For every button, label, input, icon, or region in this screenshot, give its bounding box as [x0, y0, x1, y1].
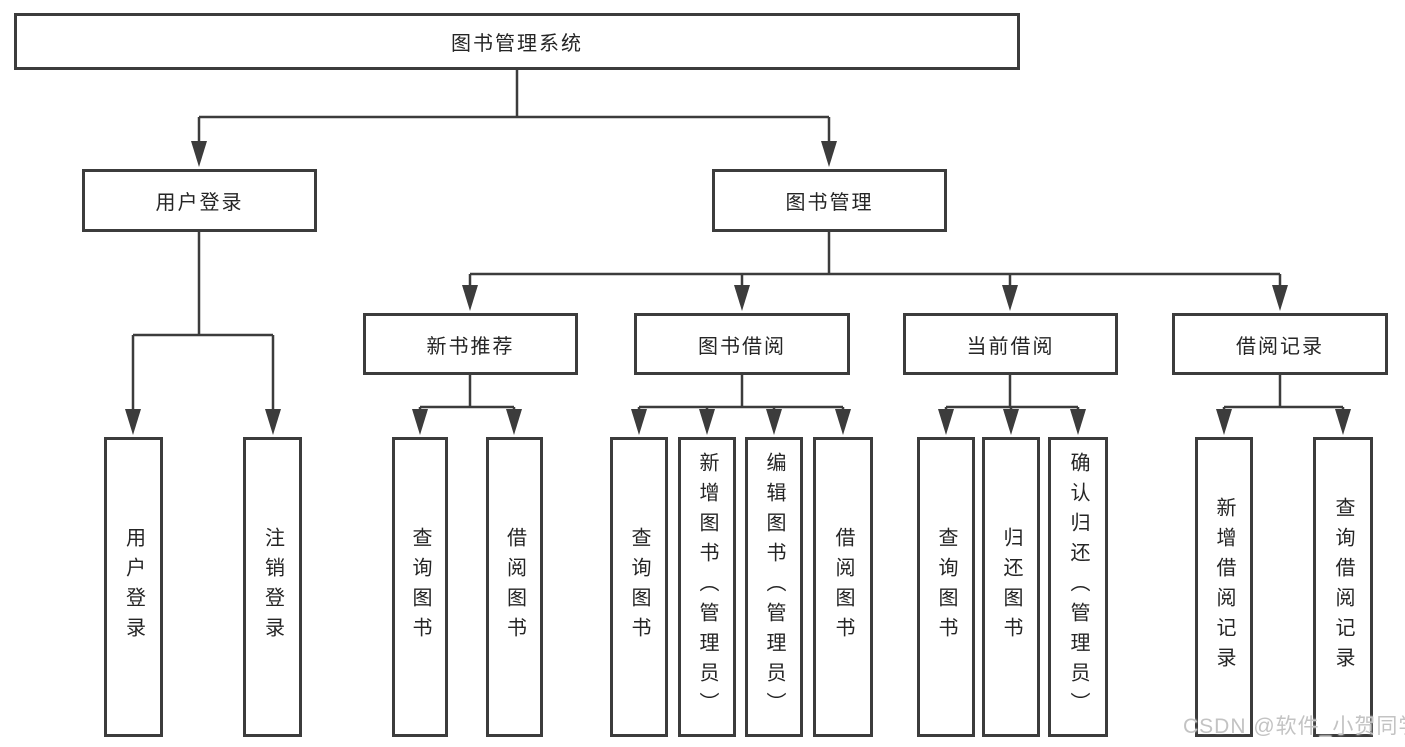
- leaf-borrow-books-2: 借阅图书: [813, 437, 873, 737]
- node-label: 借阅图书: [832, 527, 854, 647]
- node-label: 新书推荐: [426, 335, 515, 358]
- node-label: 新增图书（管理员）: [696, 452, 718, 722]
- node-library-system: 图书管理系统: [14, 13, 1020, 70]
- leaf-confirm-return-admin: 确认归还（管理员）: [1048, 437, 1108, 737]
- fork-user-login: [131, 232, 275, 411]
- node-label: 借阅图书: [503, 527, 526, 647]
- node-book-borrow: 图书借阅: [634, 313, 850, 375]
- arrow-icon: [1335, 409, 1351, 435]
- leaf-borrow-books-1: 借阅图书: [486, 437, 543, 737]
- leaf-add-borrow-record: 新增借阅记录: [1195, 437, 1253, 737]
- leaf-logout: 注销登录: [243, 437, 302, 737]
- arrow-icon: [938, 409, 954, 435]
- arrow-icon: [1216, 409, 1232, 435]
- leaf-user-login: 用户登录: [104, 437, 163, 737]
- node-label: 图书管理系统: [451, 33, 583, 55]
- fork-borrow-records: [1222, 375, 1345, 411]
- node-label: 查询图书: [628, 527, 650, 647]
- node-current-borrow: 当前借阅: [903, 313, 1118, 375]
- arrow-icon: [1002, 285, 1018, 311]
- fork-root: [197, 70, 831, 143]
- node-label: 编辑图书（管理员）: [763, 452, 785, 722]
- arrow-icon: [766, 409, 782, 435]
- arrow-icon: [699, 409, 715, 435]
- node-label: 查询图书: [935, 527, 957, 647]
- arrowheads: [125, 141, 1351, 435]
- leaf-query-books-1: 查询图书: [392, 437, 448, 737]
- node-borrow-records: 借阅记录: [1172, 313, 1388, 375]
- arrow-icon: [506, 409, 522, 435]
- fork-current-borrow: [944, 375, 1080, 411]
- leaf-add-book-admin: 新增图书（管理员）: [678, 437, 736, 737]
- node-label: 归还图书: [1000, 527, 1022, 647]
- leaf-query-books-2: 查询图书: [610, 437, 668, 737]
- node-label: 查询借阅记录: [1332, 497, 1354, 677]
- arrow-icon: [191, 141, 207, 167]
- arrow-icon: [1272, 285, 1288, 311]
- arrow-icon: [631, 409, 647, 435]
- arrow-icon: [835, 409, 851, 435]
- leaf-query-books-3: 查询图书: [917, 437, 975, 737]
- node-label: 当前借阅: [966, 335, 1055, 358]
- leaf-query-borrow-record: 查询借阅记录: [1313, 437, 1373, 737]
- arrow-icon: [462, 285, 478, 311]
- node-label: 用户登录: [155, 192, 244, 214]
- arrow-icon: [1003, 409, 1019, 435]
- node-label: 图书借阅: [698, 335, 786, 358]
- node-label: 借阅记录: [1236, 335, 1324, 358]
- node-label: 新增借阅记录: [1213, 497, 1235, 677]
- node-new-book-recommend: 新书推荐: [363, 313, 578, 375]
- node-label: 确认归还（管理员）: [1067, 452, 1089, 722]
- node-label: 注销登录: [261, 527, 284, 647]
- watermark-text: CSDN @软件_小贺同学: [1183, 715, 1405, 738]
- arrow-icon: [265, 409, 281, 435]
- node-user-login: 用户登录: [82, 169, 317, 232]
- fork-book-borrow: [637, 375, 845, 411]
- node-book-management: 图书管理: [712, 169, 947, 232]
- fork-book-management: [468, 232, 1282, 287]
- leaf-return-book: 归还图书: [982, 437, 1040, 737]
- arrow-icon: [1070, 409, 1086, 435]
- node-label: 用户登录: [122, 527, 145, 647]
- arrow-icon: [125, 409, 141, 435]
- leaf-edit-book-admin: 编辑图书（管理员）: [745, 437, 803, 737]
- node-label: 查询图书: [409, 527, 431, 647]
- arrow-icon: [734, 285, 750, 311]
- arrow-icon: [821, 141, 837, 167]
- node-label: 图书管理: [785, 192, 874, 214]
- fork-new-book: [418, 375, 516, 411]
- arrow-icon: [412, 409, 428, 435]
